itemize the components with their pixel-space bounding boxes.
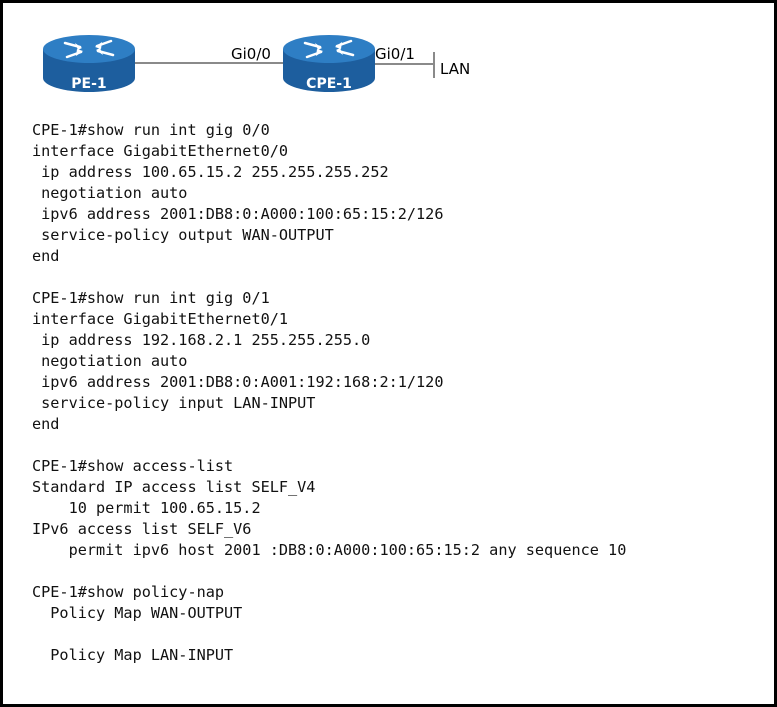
cli-line: CPE-1#show run int gig 0/0 [32,121,270,139]
cli-line: ipv6 address 2001:DB8:0:A000:100:65:15:2… [32,205,444,223]
cli-line: service-policy output WAN-OUTPUT [32,226,334,244]
cli-line: permit ipv6 host 2001 :DB8:0:A000:100:65… [32,541,627,559]
cli-line: Policy Map LAN-INPUT [32,646,234,664]
cli-line: negotiation auto [32,352,188,370]
cli-line [32,624,626,645]
port-label-gi0-1: Gi0/1 [375,45,415,63]
cli-line: 10 permit 100.65.15.2 [32,499,261,517]
cli-line: ip address 100.65.15.2 255.255.255.252 [32,163,389,181]
port-label-gi0-0: Gi0/0 [231,45,271,63]
router-cpe1-label: CPE-1 [306,76,352,92]
cli-line: IPv6 access list SELF_V6 [32,520,252,538]
cli-line: end [32,247,60,265]
cli-line [32,267,626,288]
cli-line: Policy Map WAN-OUTPUT [32,604,243,622]
cli-line: interface GigabitEthernet0/0 [32,142,289,160]
cli-line: ip address 192.168.2.1 255.255.255.0 [32,331,371,349]
cli-line [32,561,626,582]
lan-label: LAN [440,60,470,78]
router-pe1-label: PE-1 [71,76,106,92]
cli-line: ipv6 address 2001:DB8:0:A001:192:168:2:1… [32,373,444,391]
cli-line: interface GigabitEthernet0/1 [32,310,289,328]
router-cpe1-icon: CPE-1 [283,35,375,92]
cli-line: negotiation auto [32,184,188,202]
network-topology-diagram: PE-1 CPE-1 Gi0/0 Gi0/1 LAN [43,35,470,92]
cli-line: end [32,415,60,433]
cli-line: CPE-1#show access-list [32,457,234,475]
cli-line: Standard IP access list SELF_V4 [32,478,316,496]
cli-output: CPE-1#show run int gig 0/0 interface Gig… [32,120,626,666]
cli-line: CPE-1#show run int gig 0/1 [32,289,270,307]
cli-line: service-policy input LAN-INPUT [32,394,316,412]
router-pe1-icon: PE-1 [43,35,135,92]
cli-line: CPE-1#show policy-nap [32,583,225,601]
cli-line [32,435,626,456]
